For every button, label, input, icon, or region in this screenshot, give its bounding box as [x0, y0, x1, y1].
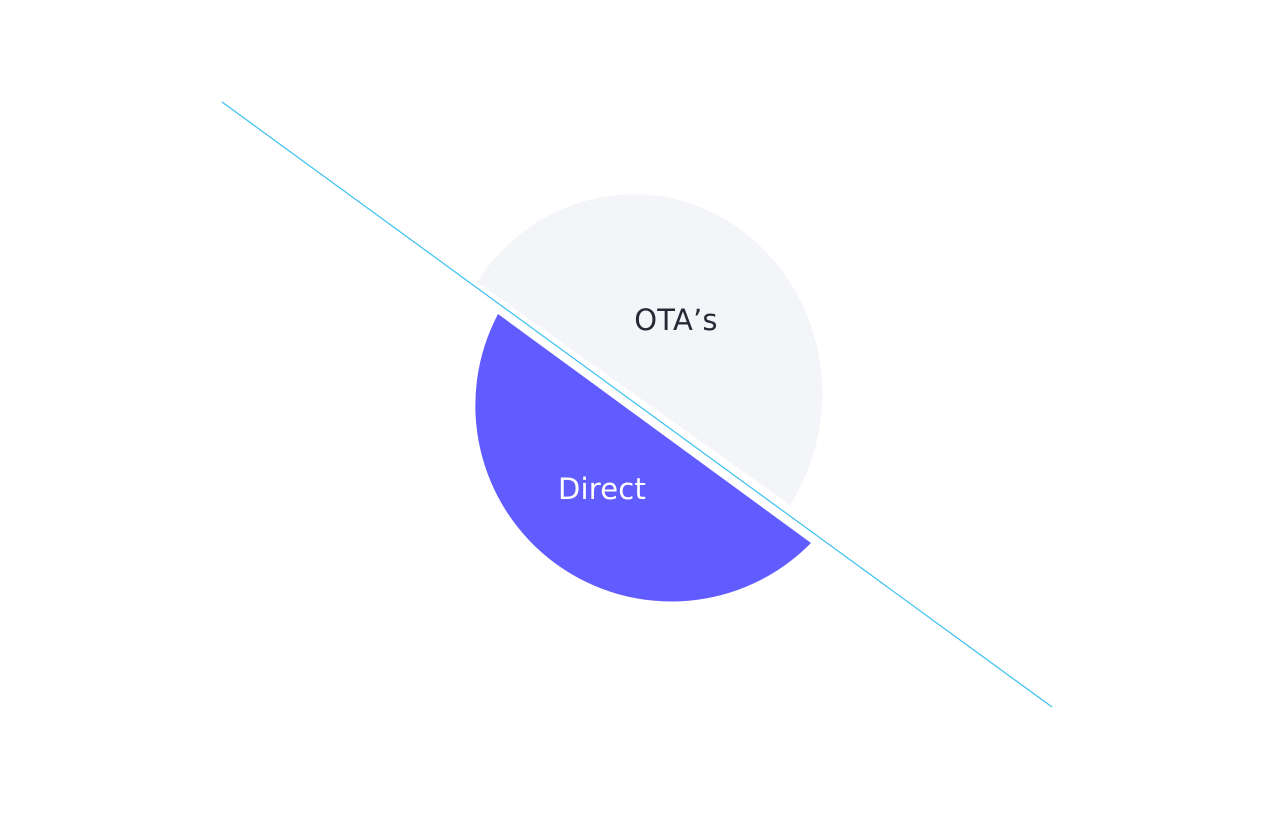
direct-label: Direct — [558, 472, 646, 506]
ota-label: OTA’s — [634, 303, 717, 337]
divider-line — [221, 101, 1053, 708]
direct-segment — [475, 314, 811, 602]
ota-segment — [477, 194, 823, 505]
